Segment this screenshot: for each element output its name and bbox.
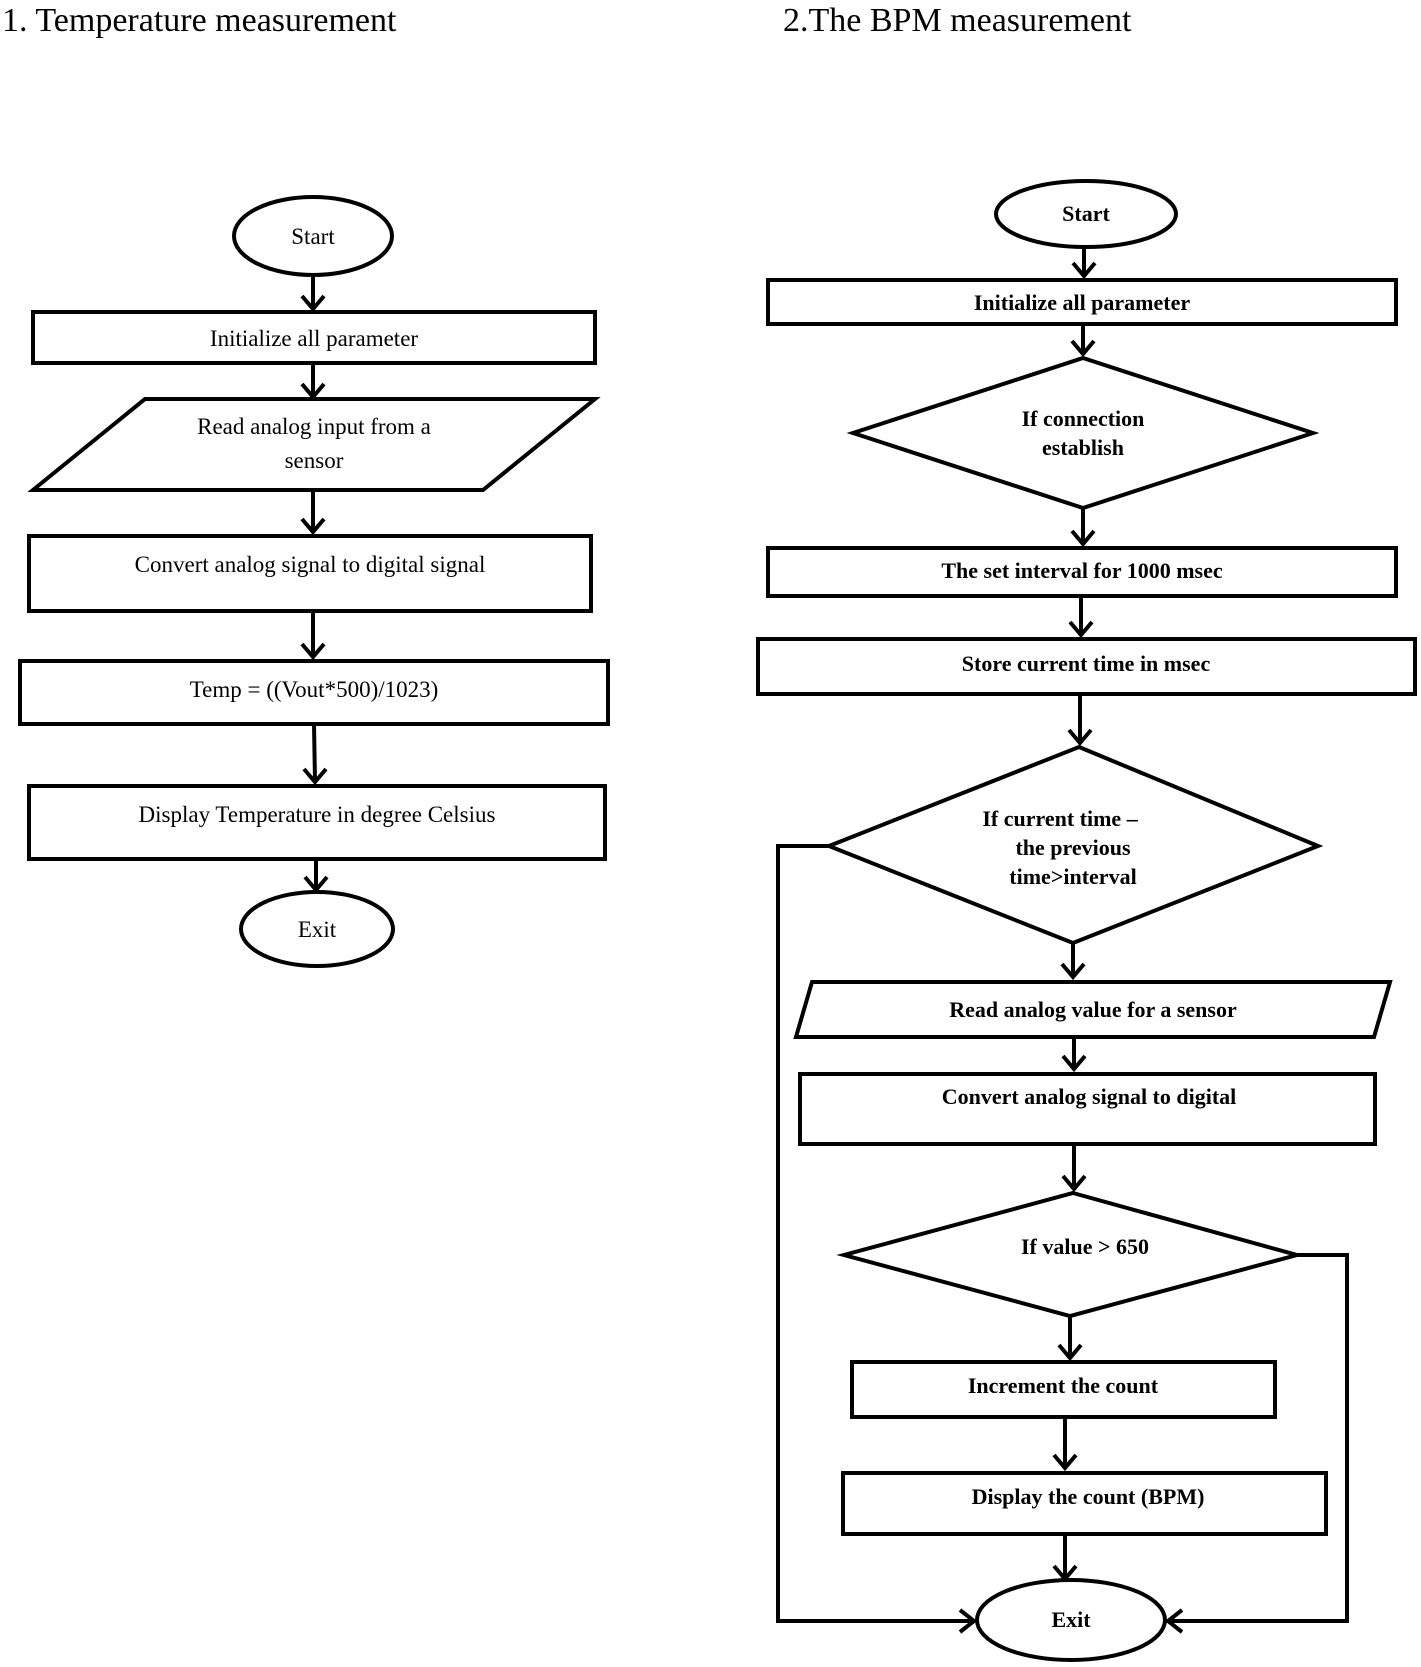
left-init-label: Initialize all parameter — [210, 326, 418, 351]
left-exit-terminal — [239, 890, 395, 968]
right-increment-box — [850, 1360, 1277, 1419]
right-init-box — [766, 278, 1398, 326]
right-read-label: Read analog value for a sensor — [949, 997, 1237, 1022]
right-init-label: Initialize all parameter — [974, 290, 1191, 315]
right-store-time-label: Store current time in msec — [962, 651, 1211, 676]
right-connection-label-line2: establish — [1042, 435, 1124, 460]
right-display-label: Display the count (BPM) — [972, 1484, 1205, 1509]
right-value-check-bypass-connector — [1169, 1253, 1349, 1623]
right-connection-decision — [846, 355, 1320, 511]
right-time-check-label-line1: If current time – — [982, 806, 1138, 831]
right-connection-label-line1: If connection — [1022, 406, 1145, 431]
right-flowchart-title: 2.The BPM measurement — [783, 2, 1132, 39]
right-increment-label: Increment the count — [968, 1373, 1159, 1398]
left-formula-box — [18, 659, 610, 726]
right-read-input-parallelogram — [793, 980, 1393, 1039]
right-display-box — [841, 1471, 1328, 1536]
right-start-label: Start — [1062, 201, 1110, 226]
left-init-box — [31, 310, 597, 365]
right-interval-box — [766, 546, 1398, 598]
left-start-label: Start — [291, 224, 335, 249]
right-convert-box — [798, 1072, 1377, 1146]
right-value-check-label: If value > 650 — [1021, 1234, 1149, 1259]
left-display-label: Display Temperature in degree Celsius — [139, 802, 496, 827]
right-convert-label: Convert analog signal to digital — [942, 1084, 1237, 1109]
left-convert-label: Convert analog signal to digital signal — [135, 552, 486, 577]
left-exit-label: Exit — [298, 917, 337, 942]
right-interval-label: The set interval for 1000 msec — [941, 558, 1222, 583]
right-exit-label: Exit — [1051, 1607, 1091, 1632]
left-arrow-5 — [312, 723, 317, 782]
left-formula-label: Temp = ((Vout*500)/1023) — [190, 677, 439, 702]
left-convert-box — [27, 534, 593, 613]
left-flowchart: Start Initialize all parameter Read anal… — [18, 195, 610, 968]
left-read-label-line1: Read analog input from a — [197, 414, 431, 439]
left-read-input-parallelogram — [27, 397, 601, 492]
right-time-check-label-line3: time>interval — [1009, 864, 1136, 889]
right-flowchart: Start Initialize all parameter If connec… — [756, 179, 1417, 1662]
right-time-check-label-line2: the previous — [1015, 835, 1131, 860]
right-time-check-bypass-connector — [776, 844, 973, 1623]
left-read-label-line2: sensor — [285, 448, 344, 473]
left-flowchart-title: 1. Temperature measurement — [2, 2, 397, 39]
right-exit-terminal — [975, 1578, 1167, 1662]
right-store-time-box — [756, 637, 1417, 696]
